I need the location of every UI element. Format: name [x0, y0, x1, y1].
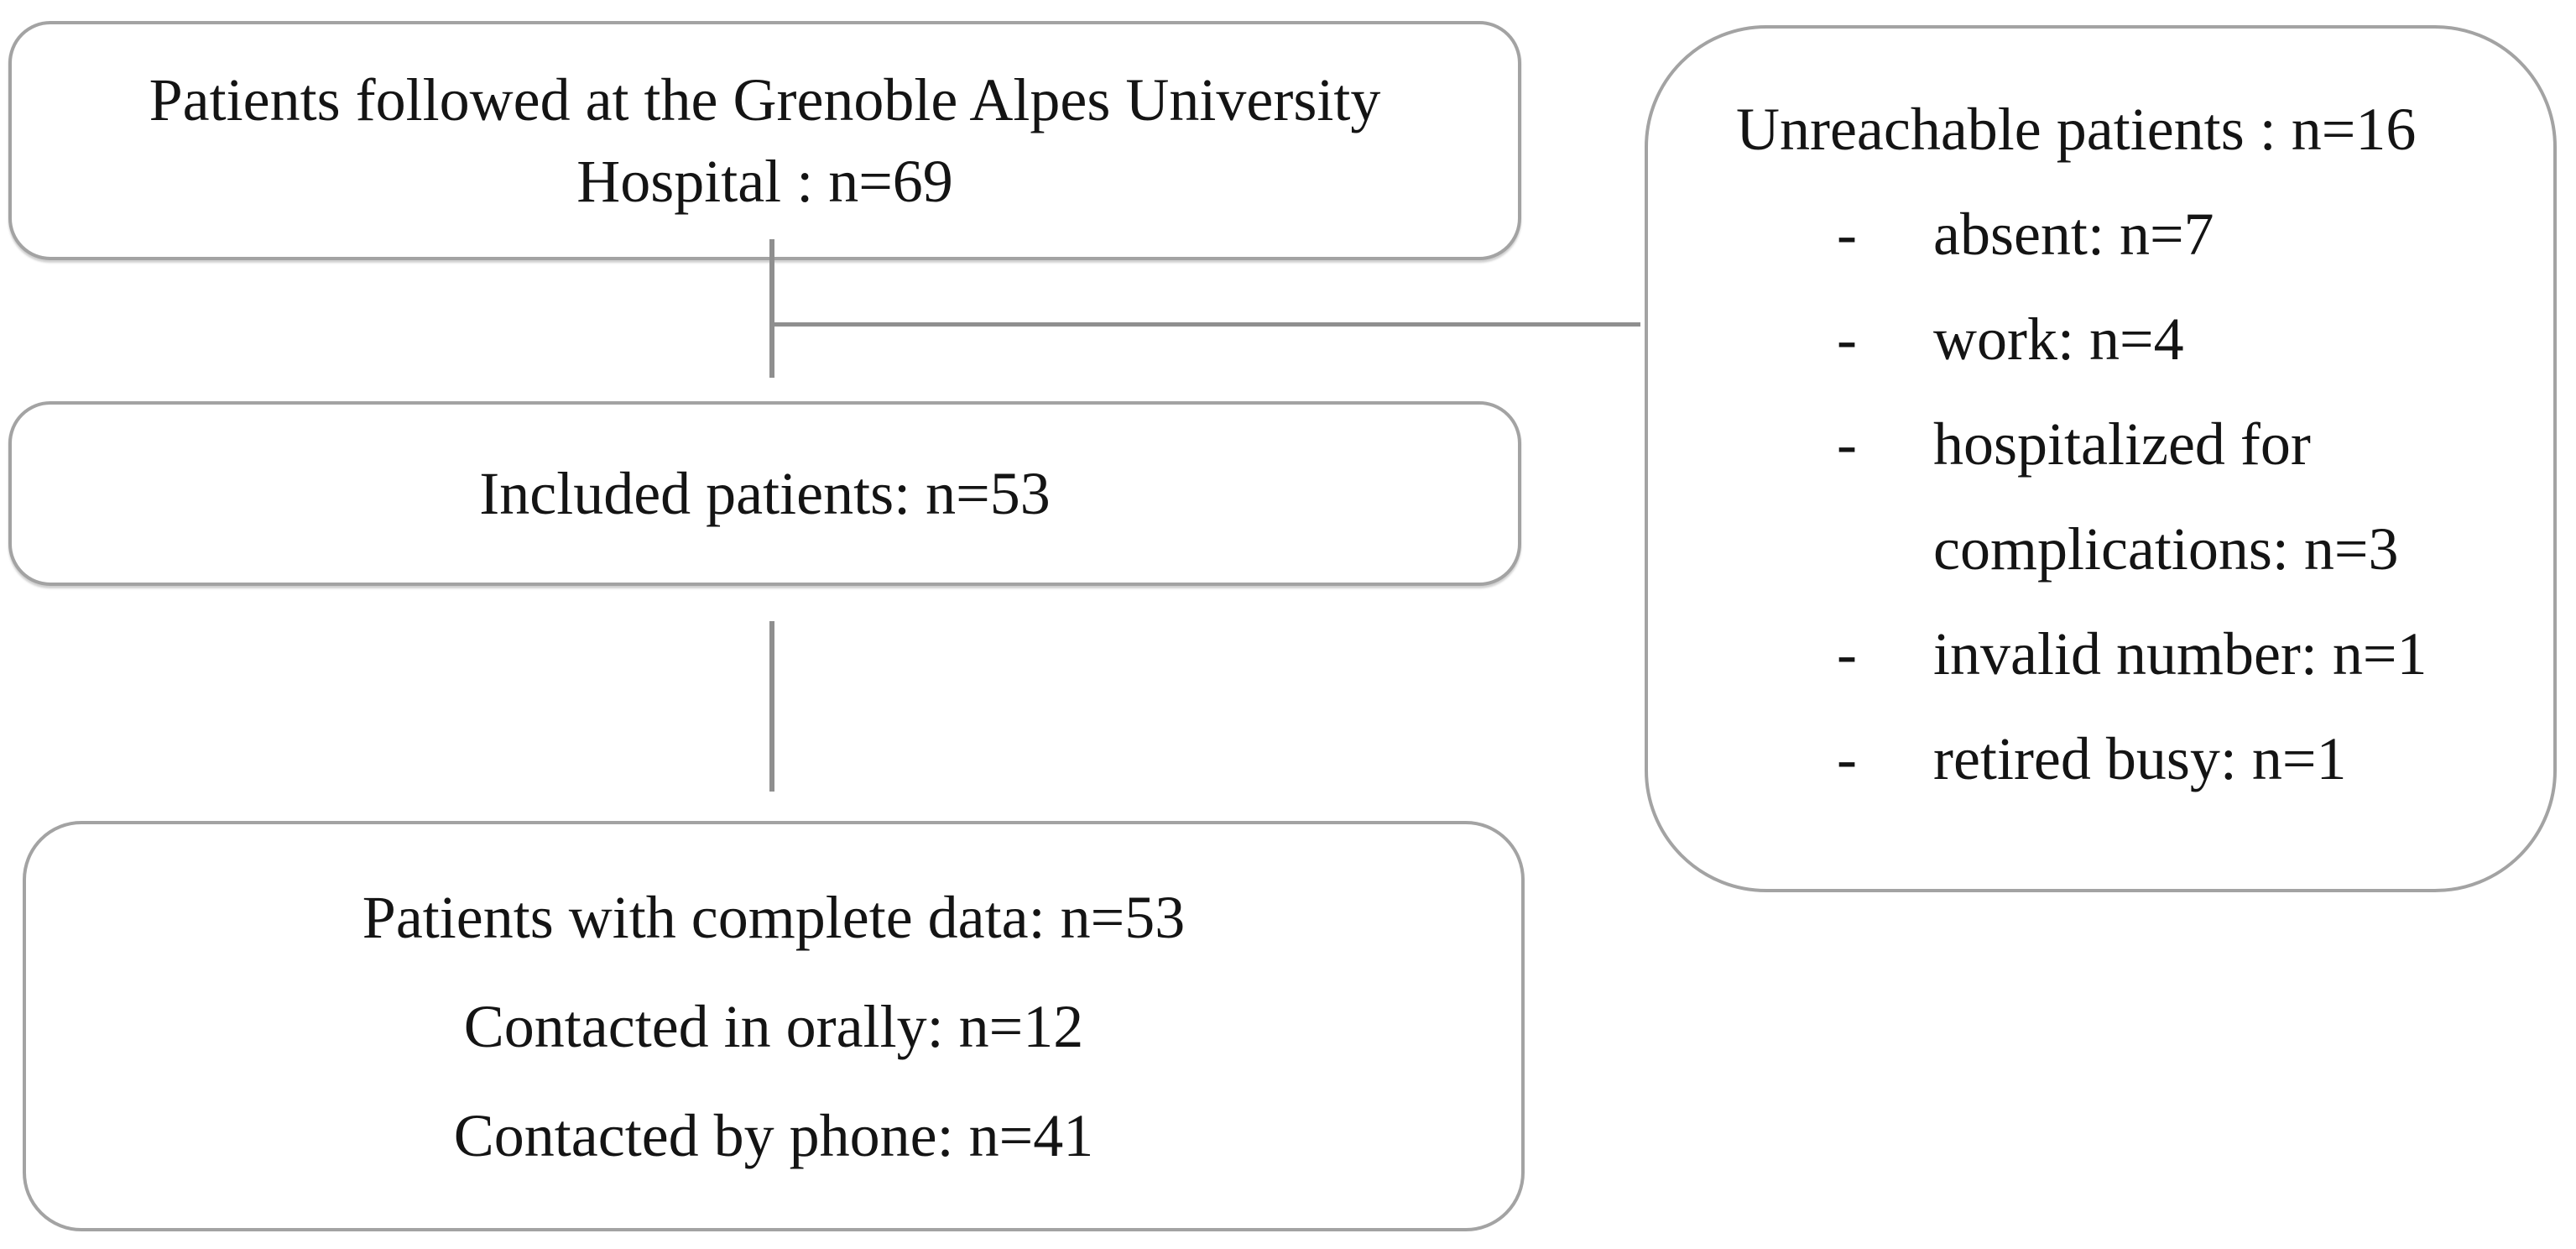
box-text-line: Included patients: n=53 [479, 459, 1051, 527]
list-item-text: retired busy: n=1 [1933, 725, 2347, 792]
flowchart-box-unreachable-patients: Unreachable patients : n=16 - absent: n=… [1645, 25, 2557, 892]
list-item-text: absent: n=7 [1933, 201, 2214, 268]
list-item-text: invalid number: n=1 [1933, 620, 2427, 687]
flowchart-box-followed-patients: Patients followed at the Grenoble Alpes … [8, 21, 1521, 260]
list-item-text: work: n=4 [1933, 306, 2184, 373]
box-text-line: Contacted in orally: n=12 [463, 992, 1084, 1060]
list-bullet: - [1837, 620, 1857, 687]
list-bullet: - [1837, 306, 1857, 373]
unreachable-reasons-list: - absent: n=7 - work: n=4 - hospitalized… [1736, 182, 2487, 812]
list-item: - absent: n=7 [1736, 182, 2487, 287]
connector-line-vertical-bottom [769, 621, 774, 792]
box-text-line: Patients followed at the Grenoble Alpes … [149, 65, 1381, 133]
list-bullet: - [1837, 725, 1857, 792]
flowchart-box-complete-data: Patients with complete data: n=53 Contac… [23, 821, 1525, 1231]
box-text-line: Contacted by phone: n=41 [453, 1101, 1094, 1169]
unreachable-box-title: Unreachable patients : n=16 [1736, 96, 2417, 163]
list-item: - retired busy: n=1 [1736, 707, 2487, 812]
flowchart-box-included-patients: Included patients: n=53 [8, 401, 1521, 586]
box-text-line: Patients with complete data: n=53 [362, 883, 1186, 951]
list-item: - hospitalized for complications: n=3 [1736, 392, 2487, 602]
list-item-text: hospitalized for complications: n=3 [1933, 410, 2399, 583]
connector-line-vertical-top [769, 239, 774, 378]
list-item: - work: n=4 [1736, 287, 2487, 392]
list-bullet: - [1837, 410, 1857, 478]
connector-line-horizontal-branch [772, 322, 1640, 327]
list-item: - invalid number: n=1 [1736, 602, 2487, 707]
list-bullet: - [1837, 201, 1857, 268]
box-text-line: Hospital : n=69 [576, 147, 953, 215]
